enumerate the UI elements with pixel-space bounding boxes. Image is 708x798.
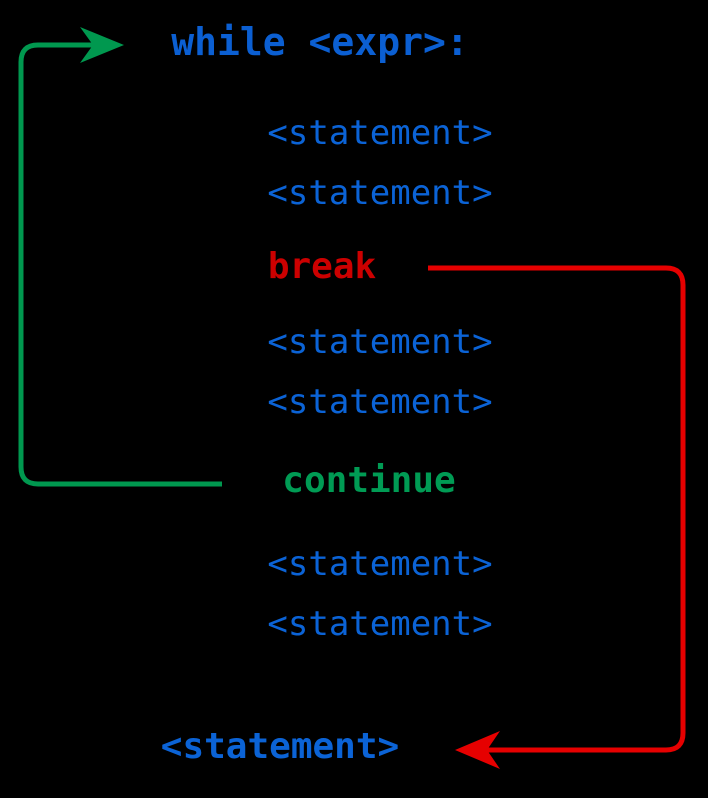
code-line-stmt-3: <statement> (267, 322, 493, 362)
code-line-while-header: while <expr>: (171, 20, 469, 64)
code-line-break-kw: break (267, 246, 377, 287)
code-line-stmt-6: <statement> (267, 604, 493, 644)
code-line-stmt-4: <statement> (267, 382, 493, 422)
break-arrow (428, 265, 686, 769)
continue-arrow-path (18, 42, 222, 487)
continue-arrow-head-icon (80, 27, 124, 63)
break-arrow-head-icon (455, 731, 500, 769)
code-line-after-loop: <statement> (160, 726, 400, 767)
break-arrow-path (428, 265, 686, 753)
code-line-stmt-5: <statement> (267, 544, 493, 584)
code-line-stmt-2: <statement> (267, 173, 493, 213)
code-line-stmt-1: <statement> (267, 113, 493, 153)
code-line-continue-kw: continue (282, 460, 456, 501)
continue-arrow (18, 27, 222, 487)
